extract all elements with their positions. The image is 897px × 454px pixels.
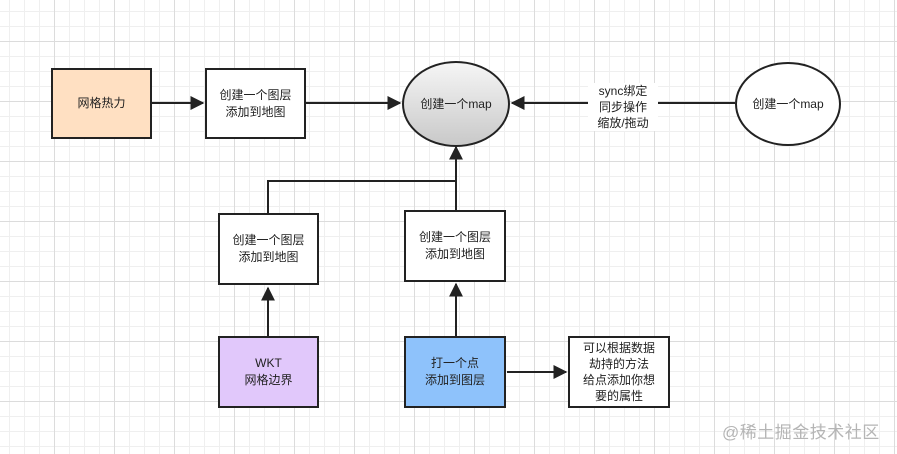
- node-wkt-grid-border[interactable]: WKT 网格边界: [218, 336, 319, 408]
- node-create-map-sync[interactable]: 创建一个map: [735, 62, 841, 146]
- node-label: 创建一个map: [420, 96, 492, 111]
- node-label: 可以根据数据 劫持的方法 给点添加你想 要的属性: [582, 341, 655, 403]
- node-label: 打一个点 添加到图层: [424, 356, 485, 387]
- watermark: @稀土掘金技术社区: [722, 423, 880, 442]
- node-label: 创建一个图层 添加到地图: [232, 233, 305, 264]
- edge-leftlayer-to-map: [267, 180, 456, 213]
- node-create-layer-mid[interactable]: 创建一个图层 添加到地图: [404, 210, 506, 282]
- node-grid-heat[interactable]: 网格热力: [51, 68, 152, 139]
- node-create-map-main[interactable]: 创建一个map: [402, 61, 510, 147]
- edge-label-sync: sync绑定 同步操作 缩放/拖动: [588, 83, 658, 131]
- node-create-layer-left[interactable]: 创建一个图层 添加到地图: [218, 213, 319, 285]
- node-create-layer-top[interactable]: 创建一个图层 添加到地图: [205, 68, 306, 139]
- node-label: 创建一个图层 添加到地图: [219, 87, 292, 119]
- node-note-attributes[interactable]: 可以根据数据 劫持的方法 给点添加你想 要的属性: [568, 336, 670, 408]
- node-label: 网格热力: [77, 96, 126, 110]
- node-label: 创建一个map: [752, 96, 824, 111]
- node-label: 创建一个图层 添加到地图: [418, 230, 491, 261]
- node-add-point[interactable]: 打一个点 添加到图层: [404, 336, 506, 408]
- node-label: WKT 网格边界: [244, 356, 293, 387]
